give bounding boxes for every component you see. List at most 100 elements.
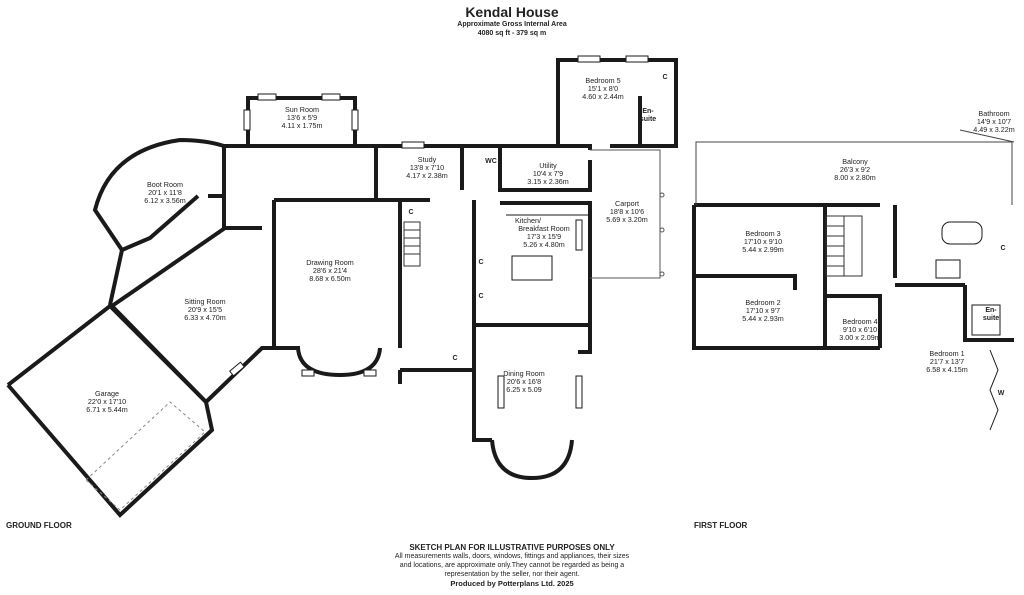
bathroom-name: Bathroom [978, 109, 1009, 118]
ensuite-first-label-line2: suite [983, 315, 999, 322]
disclaimer: SKETCH PLAN FOR ILLUSTRATIVE PURPOSES ON… [0, 543, 1024, 588]
kitchen-name-line1: Kitchen/ [515, 216, 541, 225]
kitchen-island [511, 255, 553, 281]
cupboard-label: C [478, 259, 483, 266]
dining-room-imperial: 20'6 x 16'8 [507, 377, 541, 386]
bedroom1-metric: 6.58 x 4.15m [926, 365, 968, 374]
first-floor-walls [692, 203, 1014, 350]
drawing-room-imperial: 28'6 x 21'4 [313, 266, 347, 275]
cupboard-label: C [452, 355, 457, 362]
bedroom4-top [825, 294, 882, 348]
bedroom1-imperial: 21'7 x 13'7 [930, 357, 964, 366]
cupboard-label: C [408, 209, 413, 216]
wardrobe-doors [989, 349, 999, 431]
bedroom4-name: Bedroom 4 [842, 317, 877, 326]
bathroom-imperial: 14'9 x 10'7 [977, 117, 1011, 126]
sitting-room-metric: 6.33 x 4.70m [184, 313, 226, 322]
main-top-wall [224, 144, 592, 150]
bedroom1-name: Bedroom 1 [929, 349, 964, 358]
carport-imperial: 18'8 x 10'6 [610, 207, 644, 216]
wc-label: WC [485, 158, 497, 165]
balcony-metric: 8.00 x 2.80m [834, 173, 876, 182]
carport-outline [590, 149, 665, 279]
bedroom2-metric: 5.44 x 2.93m [742, 314, 784, 323]
bedroom3-name: Bedroom 3 [745, 229, 780, 238]
sun-room-imperial: 13'6 x 5'9 [287, 113, 317, 122]
small-labels: C C C C C C WC En- suite En- suite W [408, 74, 1005, 397]
balcony-imperial: 26'3 x 9'2 [840, 165, 870, 174]
hall-wall [222, 196, 262, 230]
bedroom5-walls [556, 58, 678, 148]
sun-room-metric: 4.11 x 1.75m [281, 121, 322, 130]
ensuite-label-line1: En- [642, 108, 654, 115]
dining-room-name: Dining Room [503, 369, 545, 378]
shower [935, 259, 961, 279]
bedroom4-imperial: 9'10 x 6'10 [843, 325, 877, 334]
bedroom5-metric: 4.60 x 2.44m [582, 92, 624, 101]
bedroom4-metric: 3.00 x 2.09m [839, 333, 881, 342]
boot-room-imperial: 20'1 x 11'8 [148, 188, 182, 197]
ensuite1-walls [963, 285, 1014, 342]
bedroom3-imperial: 17'10 x 9'10 [744, 237, 782, 246]
dining-room-bay [490, 439, 574, 481]
ensuite-shower [971, 304, 1001, 336]
room-labels: Sun Room 13'6 x 5'9 4.11 x 1.75m Bedroom… [86, 76, 1015, 414]
study-name: Study [418, 155, 437, 164]
drawing-room-name: Drawing Room [306, 258, 354, 267]
utility-metric: 3.15 x 2.36m [527, 177, 569, 186]
produced-by: Produced by Potterplans Ltd. 2025 [450, 579, 574, 588]
page-title: Kendal House [465, 4, 559, 20]
boot-room-name: Boot Room [147, 180, 183, 189]
bedroom5-imperial: 15'1 x 8'0 [588, 84, 618, 93]
sun-room-name: Sun Room [285, 105, 319, 114]
ensuite-label-line2: suite [640, 116, 656, 123]
kitchen-top-wall [500, 201, 592, 325]
balcony-name: Balcony [842, 157, 868, 166]
utility-imperial: 10'4 x 7'9 [533, 169, 563, 178]
ground-stairs [403, 221, 421, 267]
cupboard-label: C [662, 74, 667, 81]
garage-imperial: 22'0 x 17'10 [88, 397, 126, 406]
kitchen-name: Breakfast Room [518, 224, 570, 233]
carport-name: Carport [615, 199, 639, 208]
area-value: 4080 sq ft - 379 sq m [477, 30, 547, 37]
bathroom-metric: 4.49 x 3.22m [973, 125, 1015, 134]
study-imperial: 13'8 x 7'10 [410, 163, 444, 172]
bedroom2-name: Bedroom 2 [745, 298, 780, 307]
balcony-outline [695, 129, 1015, 205]
study-metric: 4.17 x 2.38m [406, 171, 448, 180]
ground-floor-walls [6, 58, 678, 518]
bedroom3-metric: 5.44 x 2.99m [742, 245, 784, 254]
sitting-room-left-wall [108, 249, 124, 306]
disclaimer-line3: representation by the seller, nor their … [444, 571, 580, 578]
bedroom3-bottom [694, 274, 797, 290]
ground-floor-label: GROUND FLOOR [6, 521, 72, 530]
disclaimer-line2: and locations, are approximate only.They… [399, 562, 625, 569]
carport-metric: 5.69 x 3.20m [606, 215, 648, 224]
drawing-room-metric: 8.68 x 6.50m [309, 274, 351, 283]
kitchen-imperial: 17'3 x 15'9 [527, 232, 561, 241]
windows [229, 55, 649, 409]
disclaimer-line1: All measurements walls, doors, windows, … [394, 553, 630, 560]
boot-room-metric: 6.12 x 3.56m [144, 196, 186, 205]
disclaimer-heading: SKETCH PLAN FOR ILLUSTRATIVE PURPOSES ON… [409, 543, 615, 552]
dining-room-metric: 6.25 x 5.09 [506, 385, 542, 394]
first-floor-label: FIRST FLOOR [694, 521, 748, 530]
utility-name: Utility [539, 161, 557, 170]
cupboard-label: C [1000, 245, 1005, 252]
dining-room-walls [472, 325, 492, 442]
sitting-room-name: Sitting Room [184, 297, 225, 306]
cupboard-label: C [478, 293, 483, 300]
area-label: Approximate Gross Internal Area [457, 21, 567, 28]
first-stairs [825, 215, 863, 277]
dining-room-top-right [578, 325, 592, 354]
bedroom2-imperial: 17'10 x 9'7 [746, 306, 780, 315]
garage-metric: 6.71 x 5.44m [86, 405, 128, 414]
bedroom5-name: Bedroom 5 [585, 76, 620, 85]
bath [941, 221, 983, 245]
sitting-room-imperial: 20'9 x 15'5 [188, 305, 222, 314]
utility-walls [498, 146, 592, 192]
garage-name: Garage [95, 389, 119, 398]
drawing-room-bay [296, 347, 382, 378]
